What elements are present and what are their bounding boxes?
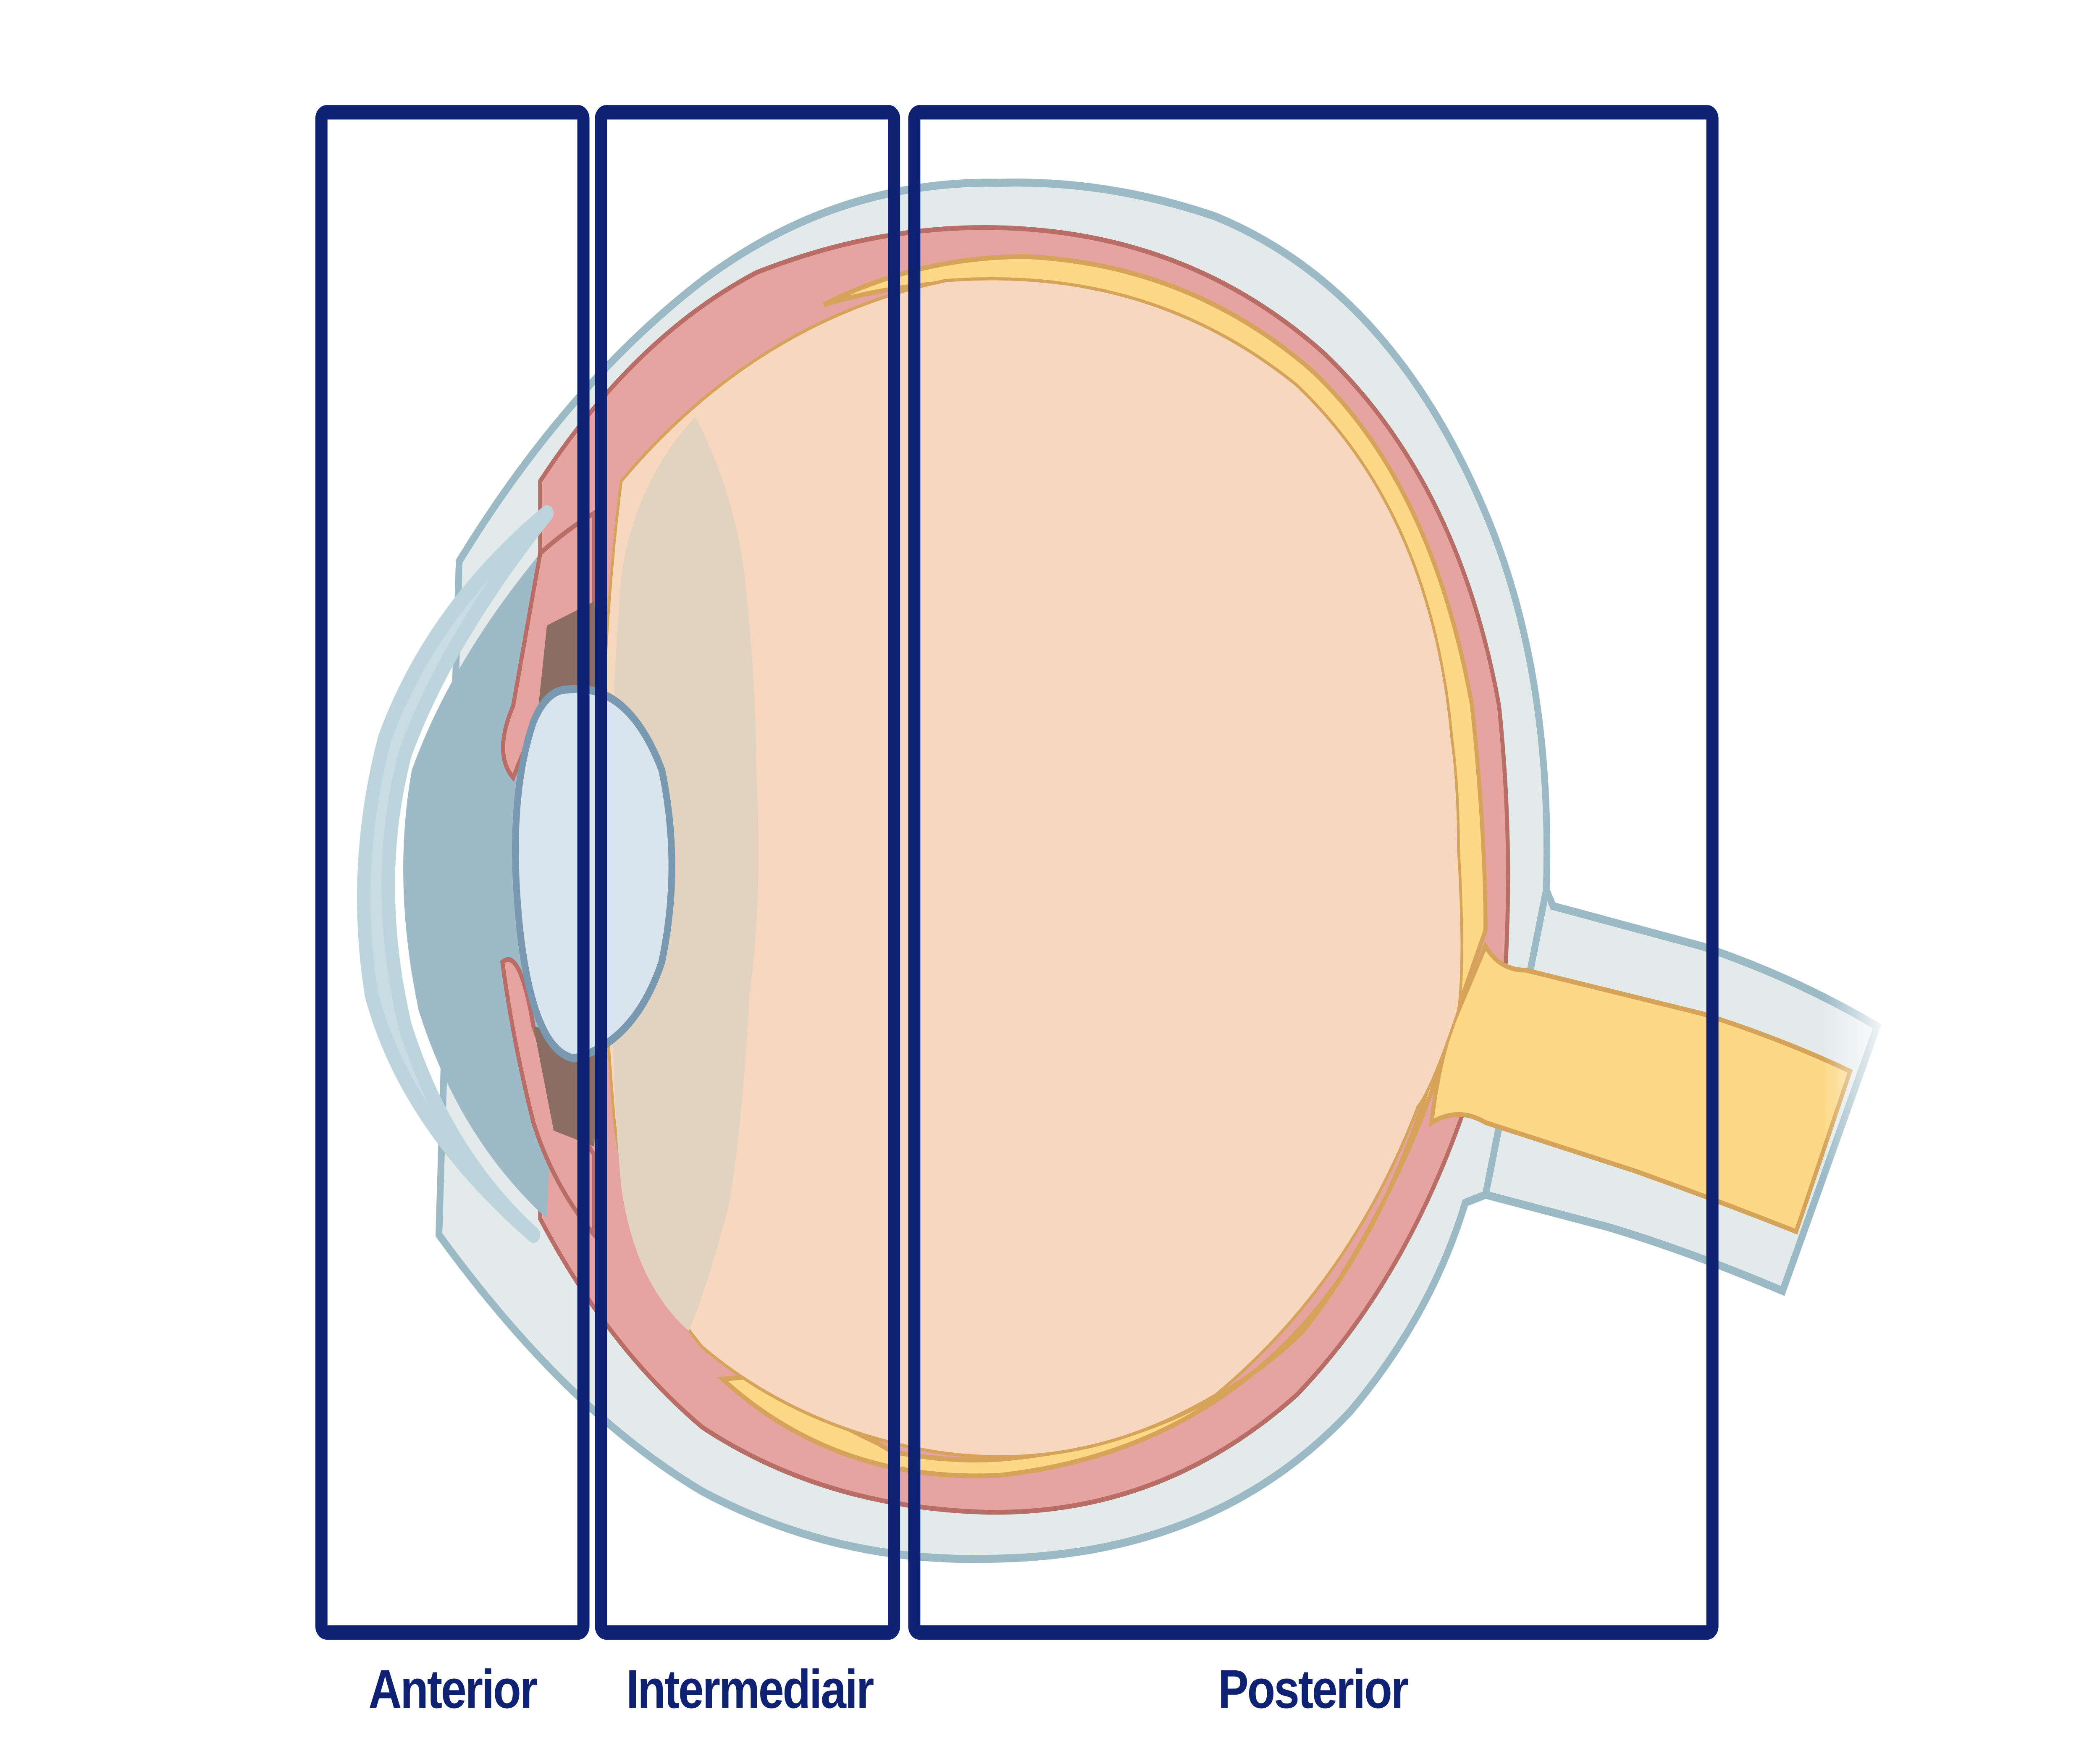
- nerve-fade: [1620, 898, 1891, 1331]
- region-label-anterior: Anterior: [368, 1659, 537, 1720]
- vitreous-body: [599, 277, 1463, 1459]
- region-label-intermediair: Intermediair: [626, 1659, 874, 1720]
- ciliary-body: [612, 417, 759, 1331]
- region-frame-posterior: [908, 105, 1719, 1640]
- region-label-posterior: Posterior: [1218, 1659, 1408, 1720]
- cornea: [357, 505, 554, 1243]
- region-frame-anterior: [315, 105, 590, 1640]
- region-frame-intermediair: [595, 105, 900, 1640]
